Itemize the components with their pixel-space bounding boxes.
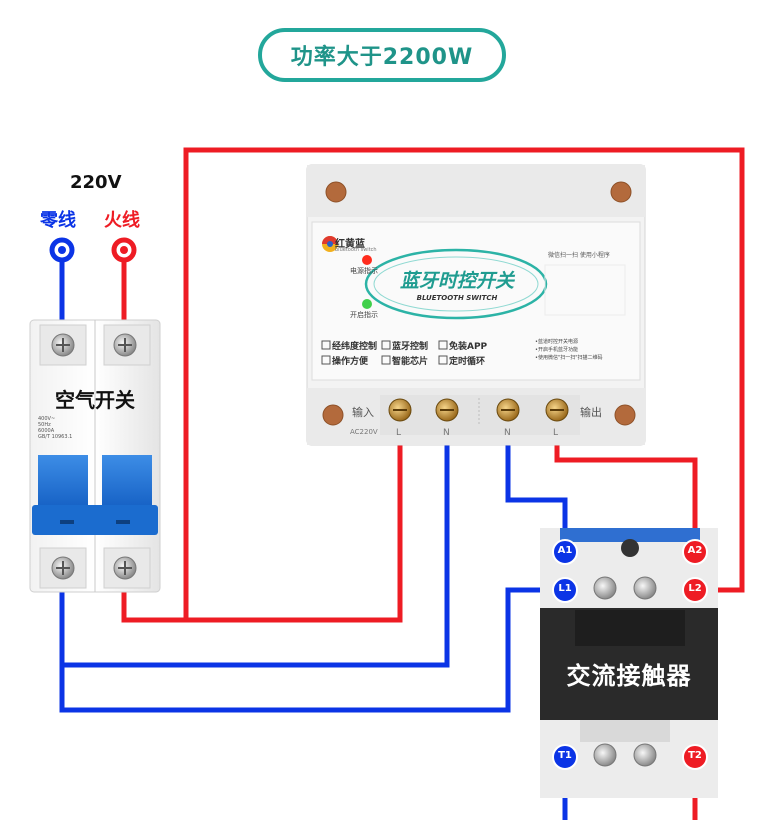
terminal-l2-label: L2 bbox=[688, 583, 702, 594]
screw-icon bbox=[113, 556, 137, 580]
feature-item: 免装APP bbox=[449, 342, 488, 352]
terminal-label: N bbox=[443, 428, 450, 438]
timer-brand: 红黄蓝 bbox=[335, 239, 365, 250]
screw-icon bbox=[593, 576, 617, 600]
feature-item: 经纬度控制 bbox=[332, 342, 378, 352]
terminal-screw-icon bbox=[496, 398, 520, 422]
terminal-a2-label: A2 bbox=[687, 545, 703, 556]
timer-title-en: BLUETOOTH SWITCH bbox=[416, 294, 498, 302]
scan-hint: 微信扫一扫 使用小程序 bbox=[548, 252, 610, 259]
wire-breaker-neutral-to-timer-n bbox=[59, 440, 450, 668]
wire-breaker-live-to-timer-l bbox=[121, 440, 403, 623]
page-title: 功率大于2200W bbox=[258, 28, 506, 82]
neutral-terminal-icon bbox=[49, 237, 75, 263]
timer-switch-module bbox=[306, 164, 646, 446]
contactor-label: 交流接触器 bbox=[566, 662, 692, 690]
breaker-label: 空气开关 bbox=[55, 388, 135, 412]
power-indicator-led bbox=[362, 255, 372, 265]
neutral-label: 零线 bbox=[40, 210, 76, 231]
terminal-a2-badge bbox=[682, 539, 708, 565]
breaker-spec: 400V~ 50Hz 6000A GB/T 10963.1 bbox=[38, 416, 73, 440]
timer-title-cn: 蓝牙时控开关 bbox=[399, 270, 514, 292]
screw-icon bbox=[113, 333, 137, 357]
screw-icon bbox=[593, 743, 617, 767]
wire-timer-n-to-a1 bbox=[505, 440, 568, 548]
live-label: 火线 bbox=[104, 210, 140, 231]
terminal-a1-label: A1 bbox=[557, 545, 573, 556]
terminal-label: L bbox=[553, 428, 559, 438]
power-indicator-label: 电源指示 bbox=[350, 267, 378, 275]
feature-item: 蓝牙控制 bbox=[392, 342, 429, 352]
open-indicator-label: 开启指示 bbox=[350, 311, 378, 319]
wire-timer-l-to-a2 bbox=[554, 440, 698, 548]
terminal-t2-label: T2 bbox=[688, 750, 702, 761]
terminal-label: N bbox=[504, 428, 511, 438]
brand-logo-icon bbox=[322, 236, 338, 252]
wire-live-to-contactor-l2 bbox=[183, 147, 745, 620]
feature-item: 定时循环 bbox=[449, 357, 486, 367]
input-label: 输入 bbox=[352, 406, 374, 419]
wire-neutral-to-contactor-l1 bbox=[59, 587, 555, 713]
terminal-screw-icon bbox=[545, 398, 569, 422]
terminal-t1-badge bbox=[552, 744, 578, 770]
screw-icon bbox=[51, 556, 75, 580]
screw-icon bbox=[51, 333, 75, 357]
terminal-label: L bbox=[396, 428, 402, 438]
terminal-t2-badge bbox=[682, 744, 708, 770]
terminal-screw-icon bbox=[435, 398, 459, 422]
terminal-a1-badge bbox=[552, 539, 578, 565]
feature-item: 智能芯片 bbox=[392, 357, 429, 367]
screw-icon bbox=[633, 743, 657, 767]
screw-icon bbox=[633, 576, 657, 600]
terminal-l1-badge bbox=[552, 577, 578, 603]
voltage-label: 220V bbox=[70, 172, 122, 193]
feature-item: 操作方便 bbox=[332, 357, 369, 367]
timer-brand-sub: bluetooth switch bbox=[335, 247, 377, 253]
terminal-screw-icon bbox=[388, 398, 412, 422]
open-indicator-led bbox=[362, 299, 372, 309]
air-breaker bbox=[29, 319, 161, 593]
qr-code-area bbox=[544, 264, 626, 316]
live-terminal-icon bbox=[111, 237, 137, 263]
terminal-l2-badge bbox=[682, 577, 708, 603]
output-label: 输出 bbox=[580, 406, 602, 419]
terminal-l1-label: L1 bbox=[558, 583, 572, 594]
terminal-t1-label: T1 bbox=[558, 750, 572, 761]
input-voltage: AC220V bbox=[350, 428, 378, 436]
timer-notes: •蓝道时控开关电源 •开启手机蓝牙功能 •使用微信"扫一扫"扫描二维码 bbox=[535, 339, 603, 361]
